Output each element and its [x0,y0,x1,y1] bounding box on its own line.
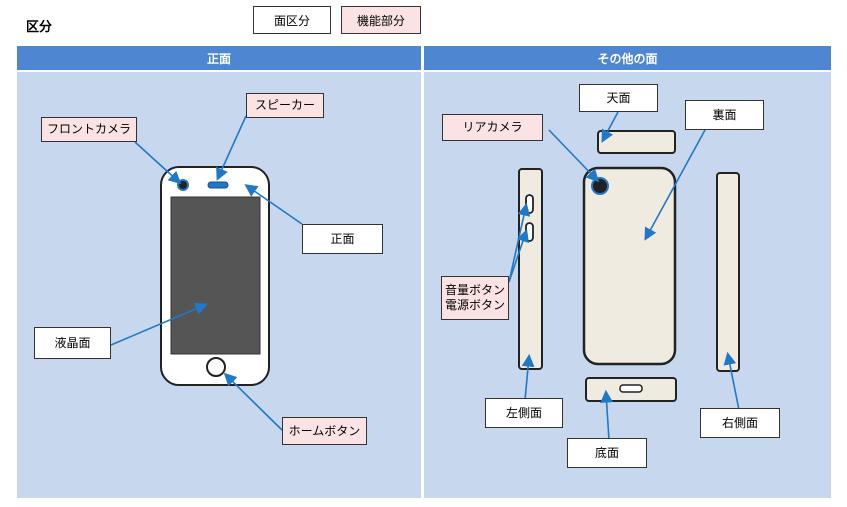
label-volume-power-button: 音量ボタン 電源ボタン [441,276,509,320]
legend-function-label: 機能部分 [341,6,421,34]
label-right-side: 右側面 [700,408,780,438]
leader-speaker [216,115,247,181]
label-bottom-face: 底面 [567,438,647,468]
label-rear-camera: リアカメラ [442,114,543,141]
left-side-shape [518,168,543,370]
label-power-button: 電源ボタン [444,298,505,312]
right-side-shape [716,172,740,372]
front-phone [160,166,270,386]
leader-home-button [223,372,283,431]
leader-left-side [521,353,535,401]
leader-lcd [110,302,208,346]
label-front-face: 正面 [302,224,383,254]
back-face-shape [582,166,677,366]
label-back-face: 裏面 [685,100,764,130]
legend-face-label: 面区分 [253,6,331,34]
label-volume-button: 音量ボタン [444,283,505,297]
section-header-front: 正面 [17,46,421,70]
lcd-screen [170,196,261,355]
leader-top-face [601,111,619,143]
power-button-shape [525,222,534,242]
bottom-face-shape [585,377,677,402]
leader-front-camera [134,141,182,185]
page-title: 区分 [26,20,53,35]
leader-rear-camera [548,129,600,183]
home-button-shape [206,357,226,377]
label-top-face: 天面 [579,84,658,112]
label-speaker: スピーカー [246,93,324,118]
leader-back-face [644,129,706,241]
charging-port-shape [619,384,643,393]
leader-right-side [723,351,740,411]
label-home-button: ホームボタン [282,417,367,445]
leader-front-face [244,184,303,225]
speaker-slot [207,181,229,189]
label-front-camera: フロントカメラ [41,117,137,142]
label-left-side: 左側面 [485,398,563,428]
top-face-shape [597,130,676,154]
section-header-other: その他の面 [424,46,831,70]
leader-volume-button [508,202,531,283]
front-camera-lens [177,179,189,191]
volume-button-shape [525,194,534,214]
rear-camera-lens [591,177,609,195]
leader-bottom-face [600,389,613,441]
label-lcd: 液晶面 [34,327,111,359]
leader-power-button [508,228,529,283]
